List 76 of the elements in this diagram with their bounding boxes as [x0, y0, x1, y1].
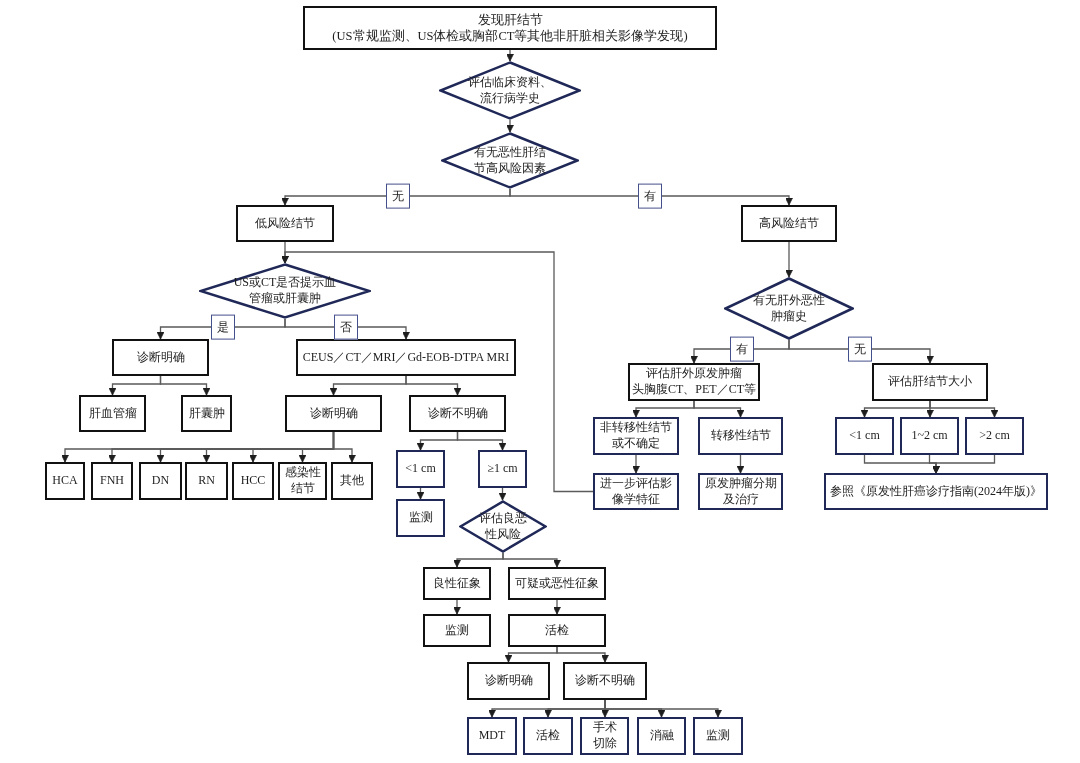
arrow — [506, 49, 514, 62]
process-box: 监测 — [423, 614, 491, 647]
process-box: 活检 — [508, 614, 606, 647]
process-box: ≥1 cm — [478, 450, 527, 488]
arrow — [405, 375, 462, 396]
arrow — [506, 119, 514, 133]
process-box: 评估肝结节大小 — [872, 363, 988, 401]
process-box: 诊断不明确 — [409, 395, 506, 432]
process-box: 肝血管瘤 — [79, 395, 146, 432]
process-box: <1 cm — [835, 417, 894, 455]
process-box: 高风险结节 — [741, 205, 837, 242]
decision-diamond: 评估临床资料、流行病学史 — [439, 61, 581, 120]
process-box: 低风险结节 — [236, 205, 334, 242]
decision-diamond: 评估良恶性风险 — [459, 500, 547, 553]
edge-label: 否 — [333, 314, 358, 340]
process-box: 监测 — [693, 717, 743, 755]
process-box: 参照《原发性肝癌诊疗指南(2024年版)》 — [824, 473, 1048, 510]
body-text: 头胸腹CT、PET／CT等 — [632, 382, 756, 398]
process-box — [303, 6, 717, 50]
process-box: 其他 — [331, 462, 373, 500]
edge-label: 有 — [637, 183, 662, 209]
arrow — [604, 699, 722, 718]
edge-label: 有 — [729, 336, 754, 362]
process-box: 监测 — [396, 499, 445, 537]
process-box: HCC — [232, 462, 274, 500]
decision-diamond: 有无肝外恶性肿瘤史 — [724, 277, 854, 340]
process-box: 活检 — [523, 717, 573, 755]
process-box: FNH — [91, 462, 133, 500]
arrow — [785, 241, 793, 278]
process-box: 非转移性结节或不确定 — [593, 417, 679, 455]
arrow — [456, 431, 507, 451]
process-box: 感染性结节 — [278, 462, 327, 500]
process-box: 良性征象 — [423, 567, 491, 600]
arrow — [736, 454, 745, 474]
body-text: (US常规监测、US体检或胸部CT等其他非肝脏相关影像学发现) — [332, 28, 688, 45]
process-box: 进一步评估影像学特征 — [593, 473, 679, 510]
process-box: 诊断明确 — [285, 395, 382, 432]
process-box — [628, 363, 760, 401]
edge-label: 无 — [385, 183, 410, 209]
process-box: CEUS／CT／MRI／Gd-EOB-DTPA MRI — [296, 339, 516, 376]
process-box: MDT — [467, 717, 517, 755]
process-box: RN — [185, 462, 228, 500]
process-box: HCA — [45, 462, 85, 500]
arrow — [556, 646, 609, 663]
process-box: >2 cm — [965, 417, 1024, 455]
process-box: 诊断明确 — [467, 662, 550, 700]
arrow — [502, 552, 561, 568]
arrow — [509, 188, 793, 206]
process-box: 诊断不明确 — [563, 662, 647, 700]
process-box: <1 cm — [396, 450, 445, 488]
process-box: 消融 — [637, 717, 686, 755]
arrow — [632, 454, 640, 474]
process-box: 原发肿瘤分期及治疗 — [698, 473, 783, 510]
arrow — [929, 400, 999, 418]
decision-diamond: 有无恶性肝结节高风险因素 — [441, 132, 579, 189]
arrow — [281, 251, 594, 493]
process-box: DN — [139, 462, 182, 500]
arrow — [553, 599, 561, 615]
arrow — [159, 375, 211, 396]
arrow — [332, 431, 356, 463]
process-box: 转移性结节 — [698, 417, 783, 455]
process-box: 1~2 cm — [900, 417, 959, 455]
process-box: 诊断明确 — [112, 339, 209, 376]
edge-label: 无 — [847, 336, 872, 362]
arrow — [453, 599, 461, 615]
arrow — [416, 487, 425, 500]
heading-text: 评估肝外原发肿瘤 — [646, 366, 742, 382]
arrow — [932, 454, 996, 474]
decision-diamond: US或CT是否提示血管瘤或肝囊肿 — [199, 263, 371, 319]
process-box: 肝囊肿 — [181, 395, 232, 432]
process-box: 可疑或恶性征象 — [508, 567, 606, 600]
heading-text: 发现肝结节 — [477, 11, 543, 28]
process-box: 手术切除 — [580, 717, 629, 755]
edge-label: 是 — [210, 314, 235, 340]
arrow — [498, 487, 507, 501]
arrow — [693, 400, 745, 418]
